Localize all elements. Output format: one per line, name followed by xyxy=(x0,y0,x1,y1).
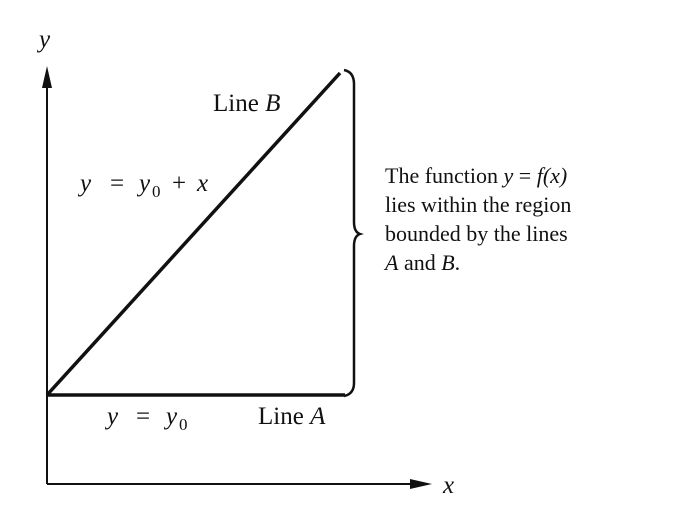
caption-equals: = xyxy=(513,163,537,188)
line-a-equation: y = y 0 xyxy=(104,403,188,434)
caption-var-y: y xyxy=(503,163,514,188)
y-axis-label: y xyxy=(36,26,51,53)
caption-function: f(x) xyxy=(536,163,568,188)
x-axis-arrowhead xyxy=(410,479,432,489)
caption-line-a-ref: A xyxy=(385,250,399,275)
caption-and: and xyxy=(398,250,442,275)
line-b-label: Line B xyxy=(213,90,280,117)
region-brace xyxy=(343,68,364,398)
line-b xyxy=(45,71,342,397)
line-b-equation: y = y 0 + x xyxy=(77,170,208,203)
caption-line-b-ref: B xyxy=(441,250,455,275)
y-axis-arrowhead xyxy=(42,66,52,88)
x-axis-label: x xyxy=(442,472,454,499)
caption-line-3: bounded by the lines xyxy=(385,221,568,246)
line-a-label: Line A xyxy=(258,403,326,430)
caption-line-4: A and B. xyxy=(385,248,665,277)
caption-line-1-text: The function xyxy=(385,163,504,188)
caption-line-1: The function y = f(x) xyxy=(385,161,665,190)
caption-line-2: lies within the region xyxy=(385,192,572,217)
region-caption: The function y = f(x) lies within the re… xyxy=(385,161,665,277)
caption-period: . xyxy=(454,250,461,275)
